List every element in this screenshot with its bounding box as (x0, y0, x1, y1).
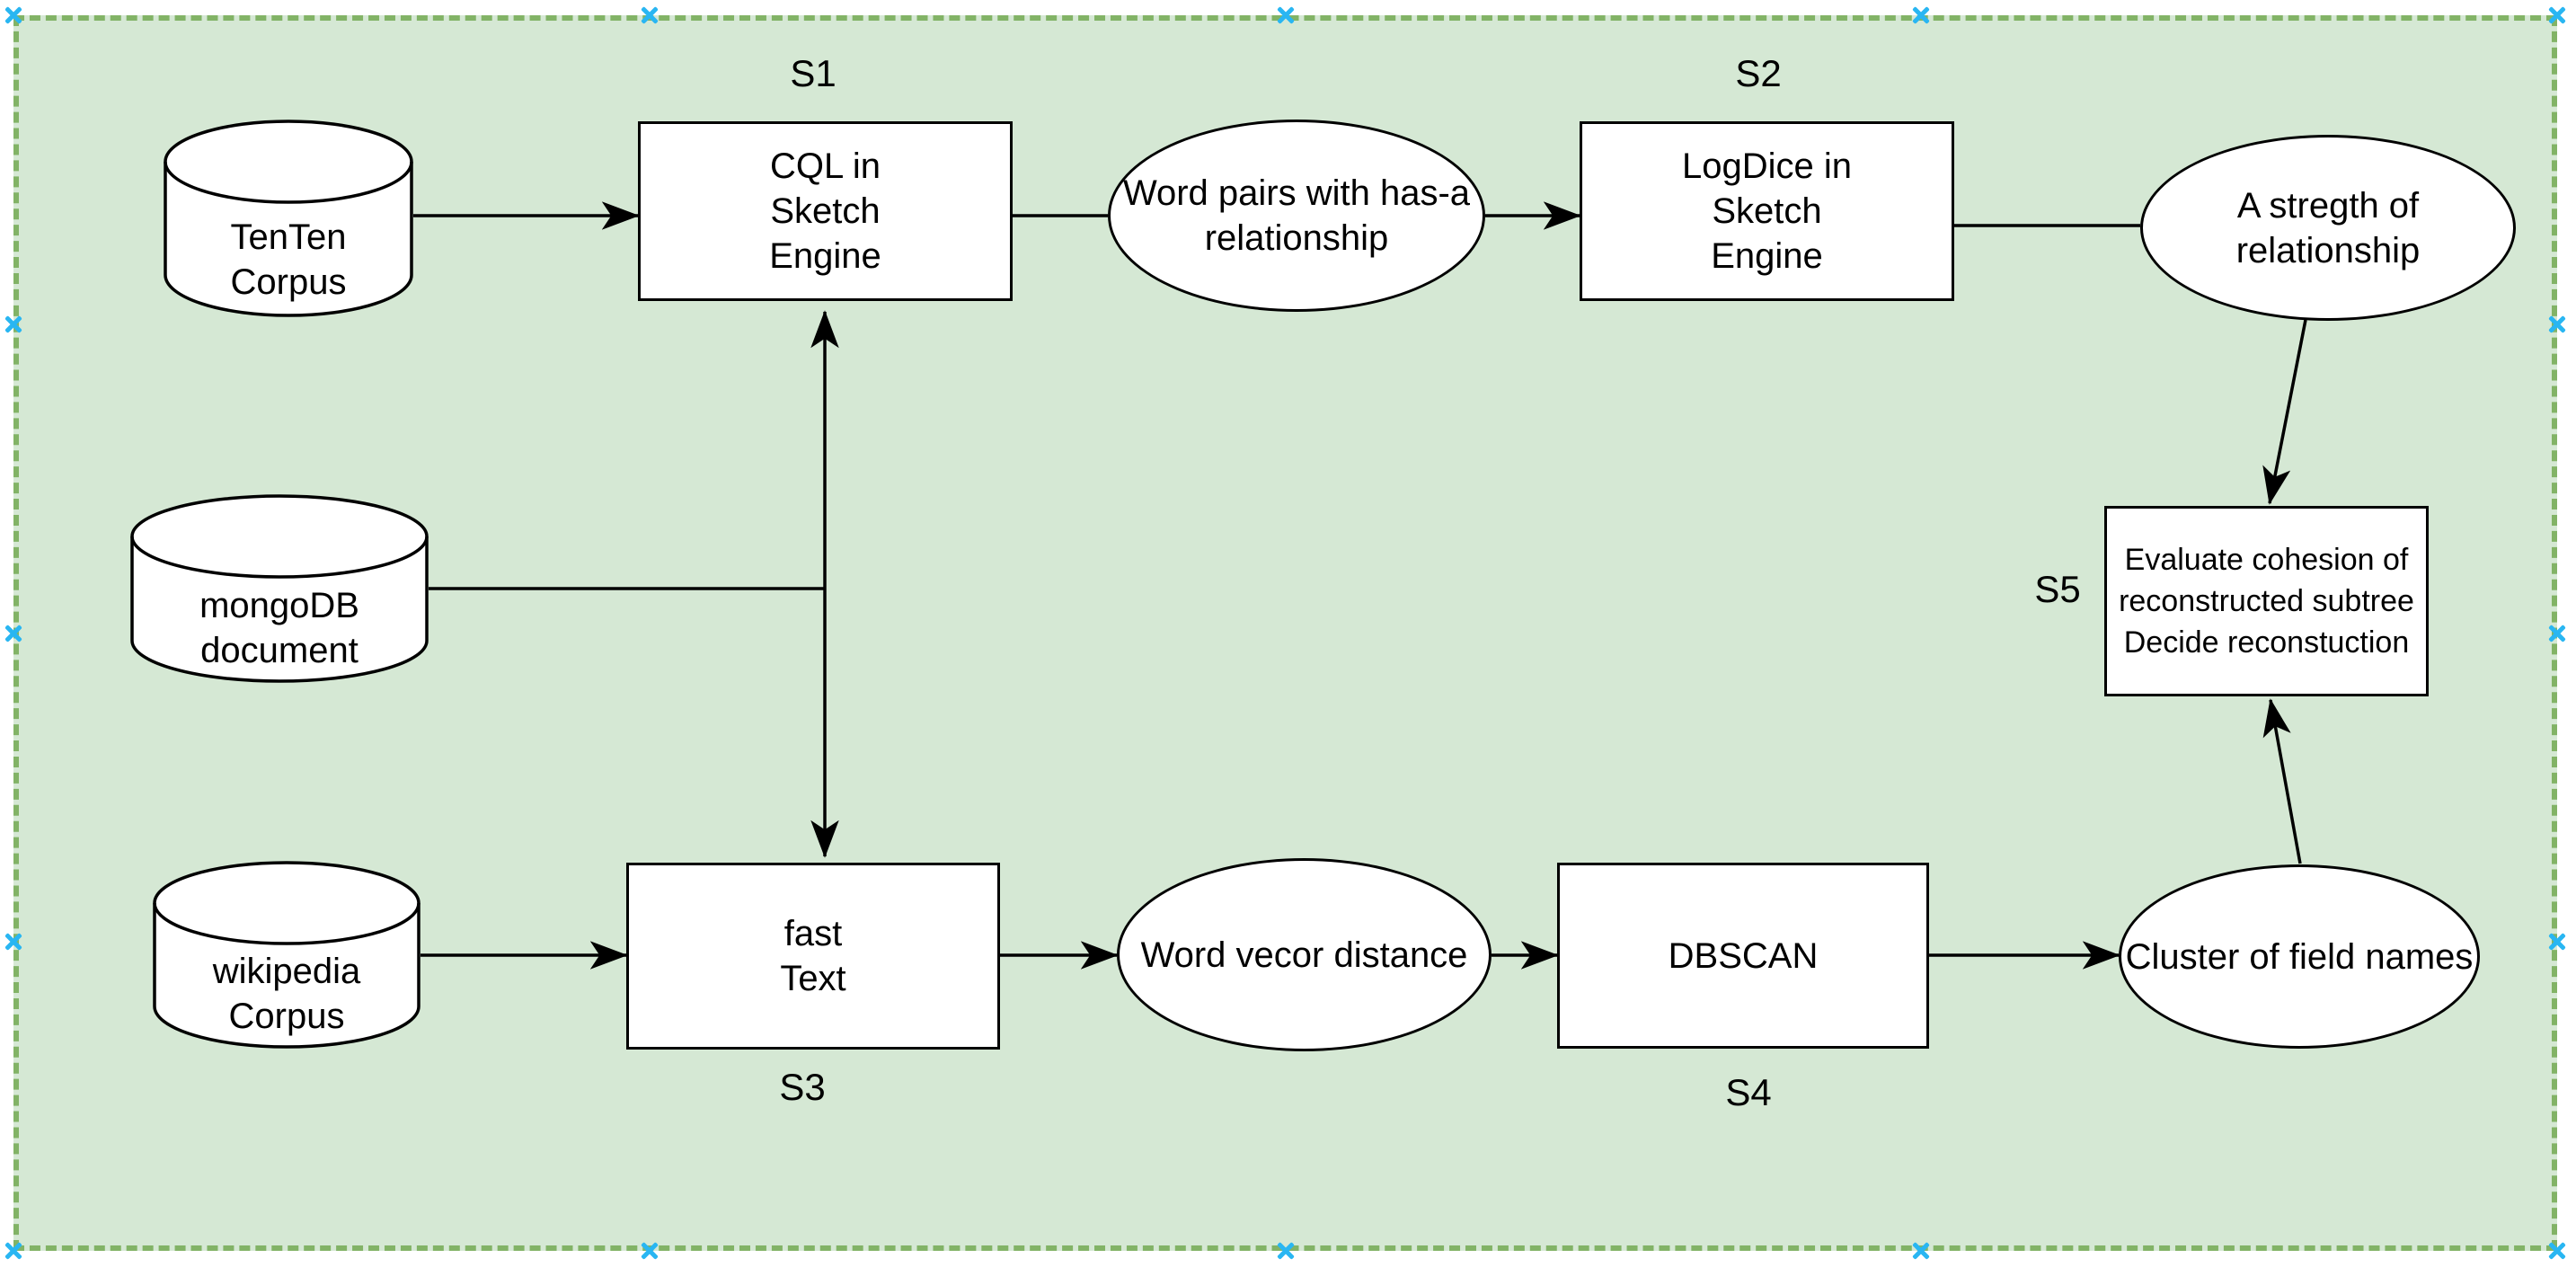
selection-handle-icon[interactable] (4, 315, 23, 334)
node-word-vector-distance-ellipse[interactable]: Word vecor distance (1117, 858, 1492, 1051)
stage-label-s2[interactable]: S2 (1735, 52, 1782, 94)
node-label: TenTen Corpus (230, 217, 347, 303)
node-label: wikipedia Corpus (212, 952, 361, 1037)
node-label: Word vecor distance (1140, 935, 1468, 975)
node-s3-fasttext[interactable]: fast Text (626, 863, 1000, 1050)
selection-handle-icon[interactable] (2547, 315, 2567, 334)
node-s1-cql-sketch-engine[interactable]: CQL in Sketch Engine (638, 121, 1013, 301)
selection-handle-icon[interactable] (1911, 1241, 1931, 1261)
selection-handle-icon[interactable] (1276, 5, 1296, 25)
stage-label-s4[interactable]: S4 (1725, 1071, 1772, 1113)
selection-handle-icon[interactable] (4, 932, 23, 952)
node-cluster-of-field-names-ellipse[interactable]: Cluster of field names (2119, 864, 2480, 1049)
node-label: fast Text (780, 914, 846, 998)
cylinder-icon (164, 120, 413, 317)
stage-label-s3[interactable]: S3 (779, 1066, 826, 1108)
node-strength-of-relationship-ellipse[interactable]: A stregth of relationship (2140, 135, 2516, 321)
edge-strength-to-s5[interactable] (2262, 319, 2307, 505)
node-wikipedia-corpus[interactable]: wikipedia Corpus (153, 861, 420, 1049)
node-label: Cluster of field names (2125, 936, 2474, 977)
selection-handle-icon[interactable] (4, 1241, 23, 1261)
node-label: A stregth of relationship (2235, 185, 2421, 270)
cylinder-icon (130, 494, 429, 683)
selection-handle-icon[interactable] (2547, 624, 2567, 643)
node-s2-logdice-sketch-engine[interactable]: LogDice in Sketch Engine (1580, 121, 1954, 301)
node-label: DBSCAN (1668, 935, 1819, 976)
selection-handle-icon[interactable] (2547, 1241, 2567, 1261)
selection-handle-icon[interactable] (4, 624, 23, 643)
edge-cluster-to-s5[interactable] (2262, 698, 2302, 864)
selection-handle-icon[interactable] (1276, 1241, 1296, 1261)
selection-handle-icon[interactable] (4, 5, 23, 25)
cylinder-icon (153, 861, 420, 1049)
node-label: mongoDB document (199, 586, 359, 671)
stage-label-s5[interactable]: S5 (2034, 568, 2081, 610)
selection-handle-icon[interactable] (640, 5, 659, 25)
node-label: Evaluate cohesion of reconstructed subtr… (2119, 543, 2414, 660)
node-label: CQL in Sketch Engine (769, 146, 881, 276)
node-label: LogDice in Sketch Engine (1681, 146, 1852, 276)
node-mongodb-document[interactable]: mongoDB document (130, 494, 429, 683)
node-tenten-corpus[interactable]: TenTen Corpus (164, 120, 413, 317)
selection-handle-icon[interactable] (2547, 5, 2567, 25)
node-s4-dbscan[interactable]: DBSCAN (1557, 863, 1929, 1049)
selection-handle-icon[interactable] (2547, 932, 2567, 952)
selection-handle-icon[interactable] (1911, 5, 1931, 25)
stage-label-s1[interactable]: S1 (790, 52, 837, 94)
selection-handle-icon[interactable] (640, 1241, 659, 1261)
node-s5-evaluate-cohesion[interactable]: Evaluate cohesion of reconstructed subtr… (2104, 506, 2429, 696)
node-label: Word pairs with has-a relationship (1122, 173, 1471, 258)
node-word-pairs-ellipse[interactable]: Word pairs with has-a relationship (1108, 120, 1485, 312)
